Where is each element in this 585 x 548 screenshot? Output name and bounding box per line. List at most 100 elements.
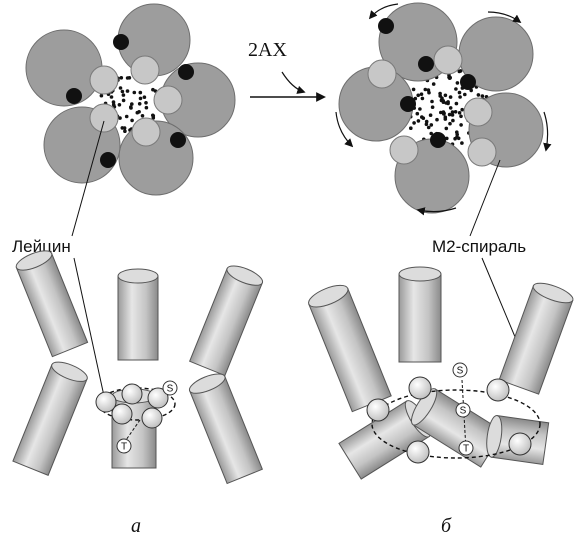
m2-helix-cylinder bbox=[12, 361, 88, 476]
pore-dot bbox=[416, 93, 421, 98]
m2-helix-cylinder bbox=[410, 388, 504, 468]
m2-leader bbox=[469, 159, 501, 237]
light-residue bbox=[89, 103, 119, 133]
pore-dot bbox=[455, 81, 460, 85]
pore-dot bbox=[441, 100, 446, 104]
pore-dot bbox=[447, 112, 452, 117]
rotation-arrow bbox=[487, 11, 522, 23]
pore-dot bbox=[138, 90, 143, 95]
pore-dot bbox=[451, 118, 455, 123]
dark-residue bbox=[100, 152, 116, 168]
leucine-label: Лейцин bbox=[12, 237, 71, 256]
pore-dot bbox=[424, 119, 429, 124]
pore-dot bbox=[460, 141, 464, 145]
dark-residue bbox=[178, 64, 194, 80]
m2-helix-cylinder bbox=[398, 266, 442, 363]
pore-dot bbox=[427, 90, 431, 95]
dark-residue bbox=[460, 74, 476, 90]
pore-dot bbox=[458, 95, 462, 99]
m2-helix-label: М2-спираль bbox=[432, 237, 526, 256]
pore-dot bbox=[450, 110, 455, 114]
panel-b-label: б bbox=[441, 515, 452, 537]
pore-dot bbox=[443, 93, 448, 98]
residue-marker: T bbox=[458, 440, 474, 456]
pore-dot bbox=[118, 86, 123, 90]
pore-dot bbox=[463, 92, 467, 97]
residue-marker: S bbox=[452, 362, 468, 378]
pore-dot bbox=[412, 121, 416, 125]
pore-dot bbox=[460, 107, 465, 112]
pore-dot bbox=[117, 103, 122, 107]
pore-dot bbox=[454, 87, 458, 91]
pore-dot bbox=[438, 94, 443, 98]
pore-dot bbox=[454, 101, 459, 106]
pore-dot bbox=[453, 110, 458, 114]
pore-dot bbox=[421, 116, 426, 120]
pore-dot bbox=[138, 96, 143, 101]
pore-dot bbox=[429, 123, 434, 127]
pore-dot bbox=[130, 102, 134, 106]
pore-dot bbox=[119, 76, 124, 80]
pore-dot bbox=[430, 105, 435, 109]
pore-dot bbox=[448, 106, 453, 110]
leucine-residue bbox=[141, 407, 163, 429]
leucine-residue bbox=[508, 432, 532, 456]
svg-text:S: S bbox=[460, 406, 467, 417]
leucine-leader bbox=[73, 257, 105, 397]
dark-residue bbox=[430, 132, 446, 148]
pore-dot bbox=[111, 102, 116, 107]
dark-residue bbox=[170, 132, 186, 148]
pore-dot bbox=[123, 129, 127, 133]
light-residue bbox=[131, 117, 161, 147]
light-residue bbox=[463, 97, 493, 127]
pore-dot bbox=[450, 113, 455, 117]
pore-dot bbox=[424, 122, 429, 127]
leucine-ring bbox=[371, 389, 541, 459]
m2-helix-cylinder bbox=[308, 284, 392, 413]
leucine-residue bbox=[366, 398, 390, 422]
pore-dot bbox=[151, 116, 156, 120]
pore-dot bbox=[420, 96, 425, 101]
pore-dot bbox=[423, 87, 428, 92]
pore-dot bbox=[457, 111, 462, 115]
svg-text:T: T bbox=[121, 442, 127, 453]
pore-dot bbox=[121, 98, 126, 103]
pore-dot bbox=[444, 126, 449, 131]
pore-dot bbox=[415, 111, 420, 116]
leucine-ring bbox=[98, 387, 176, 421]
pore-dot bbox=[457, 69, 462, 74]
subunit bbox=[25, 29, 103, 107]
pore-dot bbox=[137, 102, 142, 106]
pore-dot bbox=[448, 121, 452, 126]
pore-dot bbox=[431, 82, 436, 86]
pore-dot bbox=[120, 89, 125, 94]
pore-dot bbox=[124, 114, 129, 119]
pore-dot bbox=[118, 116, 122, 120]
leucine-residue bbox=[406, 440, 430, 464]
pore-dot bbox=[457, 90, 462, 95]
residue-marker: S bbox=[162, 380, 178, 396]
light-residue bbox=[467, 137, 497, 167]
pore-dot bbox=[430, 99, 434, 104]
m2-helix-cylinder bbox=[15, 250, 89, 358]
pore-dot bbox=[480, 94, 485, 98]
pore-dot bbox=[456, 136, 461, 141]
pore-dot bbox=[151, 87, 155, 92]
light-residue bbox=[389, 135, 419, 165]
pore-dot bbox=[109, 95, 114, 99]
pore-dot bbox=[121, 93, 126, 97]
leucine-leader bbox=[71, 120, 105, 237]
pore-dot bbox=[125, 76, 130, 80]
pore-dot bbox=[444, 101, 449, 105]
pore-dot bbox=[426, 125, 431, 130]
rotation-arrow bbox=[416, 207, 457, 216]
pore-dot bbox=[144, 101, 148, 105]
pore-dot bbox=[419, 92, 424, 96]
dark-residue bbox=[378, 18, 394, 34]
m2-helix-cylinder bbox=[188, 373, 263, 485]
pore-dot bbox=[455, 132, 460, 137]
m2-helix-cylinder bbox=[189, 265, 264, 377]
rotation-arrow bbox=[368, 3, 399, 20]
pore-dot bbox=[130, 118, 134, 123]
pore-dot bbox=[129, 105, 133, 109]
